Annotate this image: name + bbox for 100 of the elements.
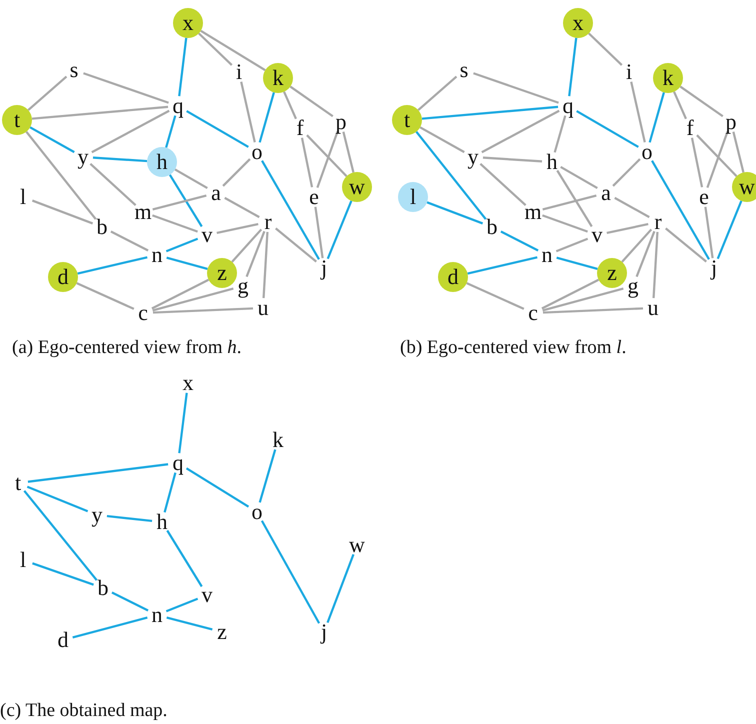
highlighted-vertex: z — [207, 258, 237, 288]
graph-edge — [316, 131, 339, 188]
vertex-label: u — [643, 298, 663, 318]
graph-edge — [651, 160, 710, 260]
vertex-label: b — [93, 578, 113, 598]
graph-edge — [246, 230, 266, 278]
graph-edge — [500, 230, 539, 252]
graph-edge — [261, 160, 320, 260]
graph-edge — [614, 196, 650, 218]
vertex-label: y — [87, 505, 107, 525]
graph-edge — [556, 256, 598, 270]
graph-edge — [326, 554, 354, 624]
vertex-label: a — [596, 183, 616, 203]
vertex-label: w — [347, 535, 367, 555]
vertex-label: c — [133, 303, 153, 323]
panel-caption: (b) Ego-centered view from l. — [400, 337, 626, 359]
graph-edge — [164, 472, 176, 513]
graph-edge — [314, 206, 324, 258]
graph-edge — [186, 467, 250, 508]
graph-edge — [621, 228, 652, 263]
graph-edge — [588, 32, 623, 66]
graph-edge — [166, 530, 203, 588]
highlighted-vertex: w — [342, 172, 372, 202]
graph-edge — [283, 91, 297, 120]
graph-edge — [482, 156, 542, 162]
panel-caption: (a) Ego-centered view from h. — [12, 337, 242, 359]
graph-edge — [111, 591, 149, 612]
graph-edge — [680, 86, 724, 118]
vertex-label: e — [304, 187, 324, 207]
graph-edge — [576, 110, 639, 148]
vertex-label: n — [537, 245, 557, 265]
vertex-label: j — [704, 258, 724, 278]
graph-edge — [258, 449, 276, 503]
vertex-label: v — [587, 225, 607, 245]
graph-edge — [652, 232, 659, 298]
vertex-label: p — [331, 112, 351, 132]
vertex-label: h — [152, 512, 172, 532]
graph-edge — [91, 110, 170, 154]
vertex-label: z — [212, 622, 232, 642]
vertex-label: o — [247, 142, 267, 162]
graph-edge — [152, 214, 198, 233]
vertex-label: k — [268, 430, 288, 450]
vertex-label: q — [558, 96, 578, 116]
graph-edge — [326, 200, 352, 260]
graph-edge — [166, 616, 213, 631]
graph-edge — [716, 200, 742, 260]
vertex-label: i — [229, 62, 249, 82]
graph-edge — [554, 115, 566, 153]
vertex-label: p — [721, 112, 741, 132]
highlighted-vertex: d — [48, 262, 78, 292]
highlighted-vertex: k — [653, 63, 683, 93]
graph-edge — [178, 392, 188, 454]
graph-edge — [422, 106, 558, 120]
graph-edge — [342, 131, 354, 173]
graph-edge — [673, 91, 687, 120]
graph-edge — [178, 38, 188, 96]
graph-edge — [704, 206, 714, 258]
graph-edge — [106, 514, 152, 522]
vertex-label: n — [147, 605, 167, 625]
graph-edge — [665, 228, 707, 262]
vertex-label: f — [290, 118, 310, 138]
graph-edge — [152, 288, 234, 312]
graph-edge — [260, 520, 320, 624]
graph-edge — [275, 228, 317, 262]
vertex-label: u — [253, 298, 273, 318]
graph-edge — [556, 238, 588, 252]
graph-edge — [630, 82, 646, 142]
graph-edge — [166, 238, 198, 252]
vertex-label: t — [8, 473, 28, 493]
graph-edge — [222, 158, 251, 187]
vertex-label: i — [619, 62, 639, 82]
graph-edge — [258, 92, 275, 143]
vertex-label: r — [258, 212, 278, 232]
vertex-label: l — [13, 187, 33, 207]
highlighted-vertex: h — [147, 147, 177, 177]
vertex-label: y — [463, 147, 483, 167]
vertex-label: b — [482, 217, 502, 237]
graph-edge — [542, 307, 644, 314]
graph-edge — [415, 131, 487, 220]
graph-edge — [426, 201, 484, 224]
vertex-label: q — [168, 96, 188, 116]
graph-edge — [76, 282, 134, 310]
graph-edge — [151, 278, 210, 310]
graph-edge — [696, 134, 738, 177]
graph-edge — [90, 162, 136, 206]
vertex-label: v — [197, 585, 217, 605]
graph-edge — [556, 170, 593, 228]
graph-edge — [467, 256, 538, 275]
graph-edge — [32, 562, 94, 586]
vertex-label: e — [694, 187, 714, 207]
vertex-label: r — [648, 212, 668, 232]
graph-edge — [466, 282, 524, 310]
graph-edge — [28, 76, 68, 111]
highlighted-vertex: x — [563, 8, 593, 38]
highlighted-vertex: l — [398, 182, 428, 212]
vertex-label: y — [73, 147, 93, 167]
graph-edge — [168, 174, 203, 228]
graph-edge — [32, 200, 94, 224]
vertex-label: q — [168, 453, 188, 473]
highlighted-vertex: k — [263, 63, 293, 93]
